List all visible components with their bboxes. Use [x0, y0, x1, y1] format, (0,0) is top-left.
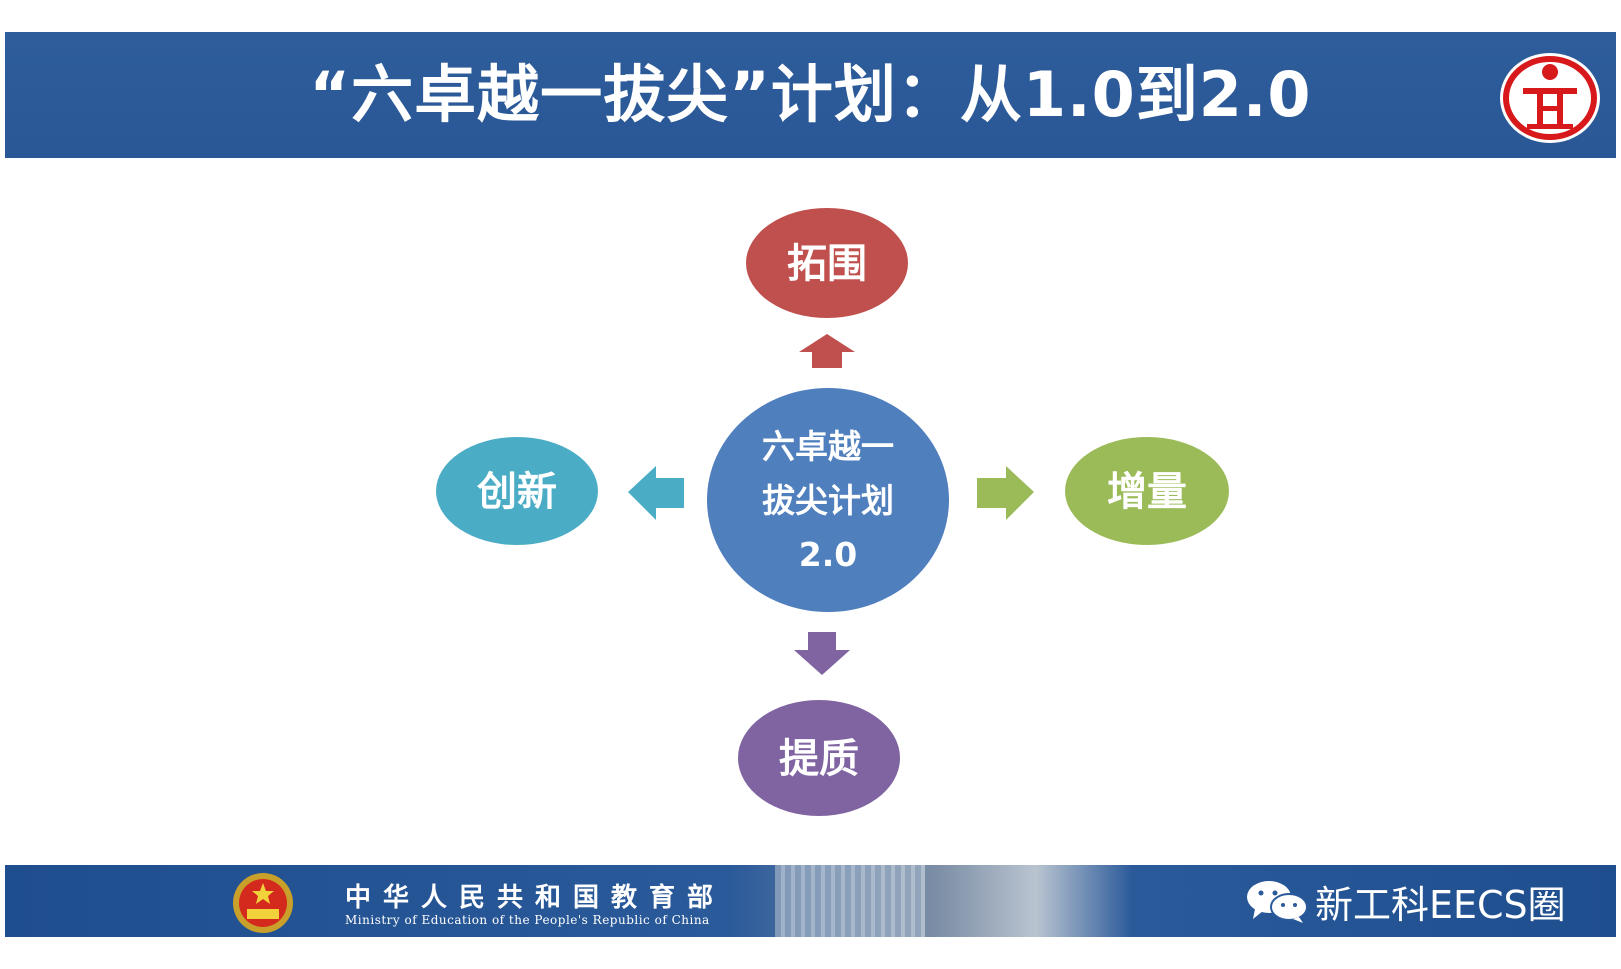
arrow-up-icon: [799, 334, 855, 368]
center-line-2: 拔尖计划: [762, 481, 894, 520]
center-line-1: 六卓越一: [762, 427, 894, 466]
ministry-name-cn: 中华人民共和国教育部: [345, 883, 726, 913]
arrow-down-icon: [794, 632, 850, 675]
center-line-3: 2.0: [799, 535, 857, 574]
node-bottom: [738, 700, 900, 816]
node-left: [436, 437, 598, 545]
page-title: “六卓越一拔尖”计划：从1.0到2.0: [309, 58, 1312, 131]
footer-banner: 中华人民共和国教育部 Ministry of Education of the …: [5, 865, 1616, 937]
node-right: [1065, 437, 1229, 545]
title-bar: “六卓越一拔尖”计划：从1.0到2.0: [5, 32, 1616, 158]
building-image: [775, 865, 925, 937]
ministry-name-en: Ministry of Education of the People's Re…: [345, 913, 710, 927]
node-center: [707, 388, 949, 612]
node-top-label: 拓围: [787, 241, 867, 287]
node-left-label: 创新: [477, 469, 557, 515]
national-emblem-icon: [233, 873, 293, 933]
arrow-right-icon: [977, 466, 1034, 520]
node-bottom-label: 提质: [779, 736, 859, 782]
node-top: [746, 208, 908, 318]
wechat-icon: [1247, 881, 1308, 923]
node-right-label: 增量: [1107, 469, 1187, 515]
university-logo-icon: [1500, 53, 1600, 143]
wechat-watermark: 新工科EECS圈: [1245, 879, 1566, 927]
arrow-left-icon: [628, 466, 684, 520]
watermark-text: 新工科EECS圈: [1315, 882, 1566, 927]
